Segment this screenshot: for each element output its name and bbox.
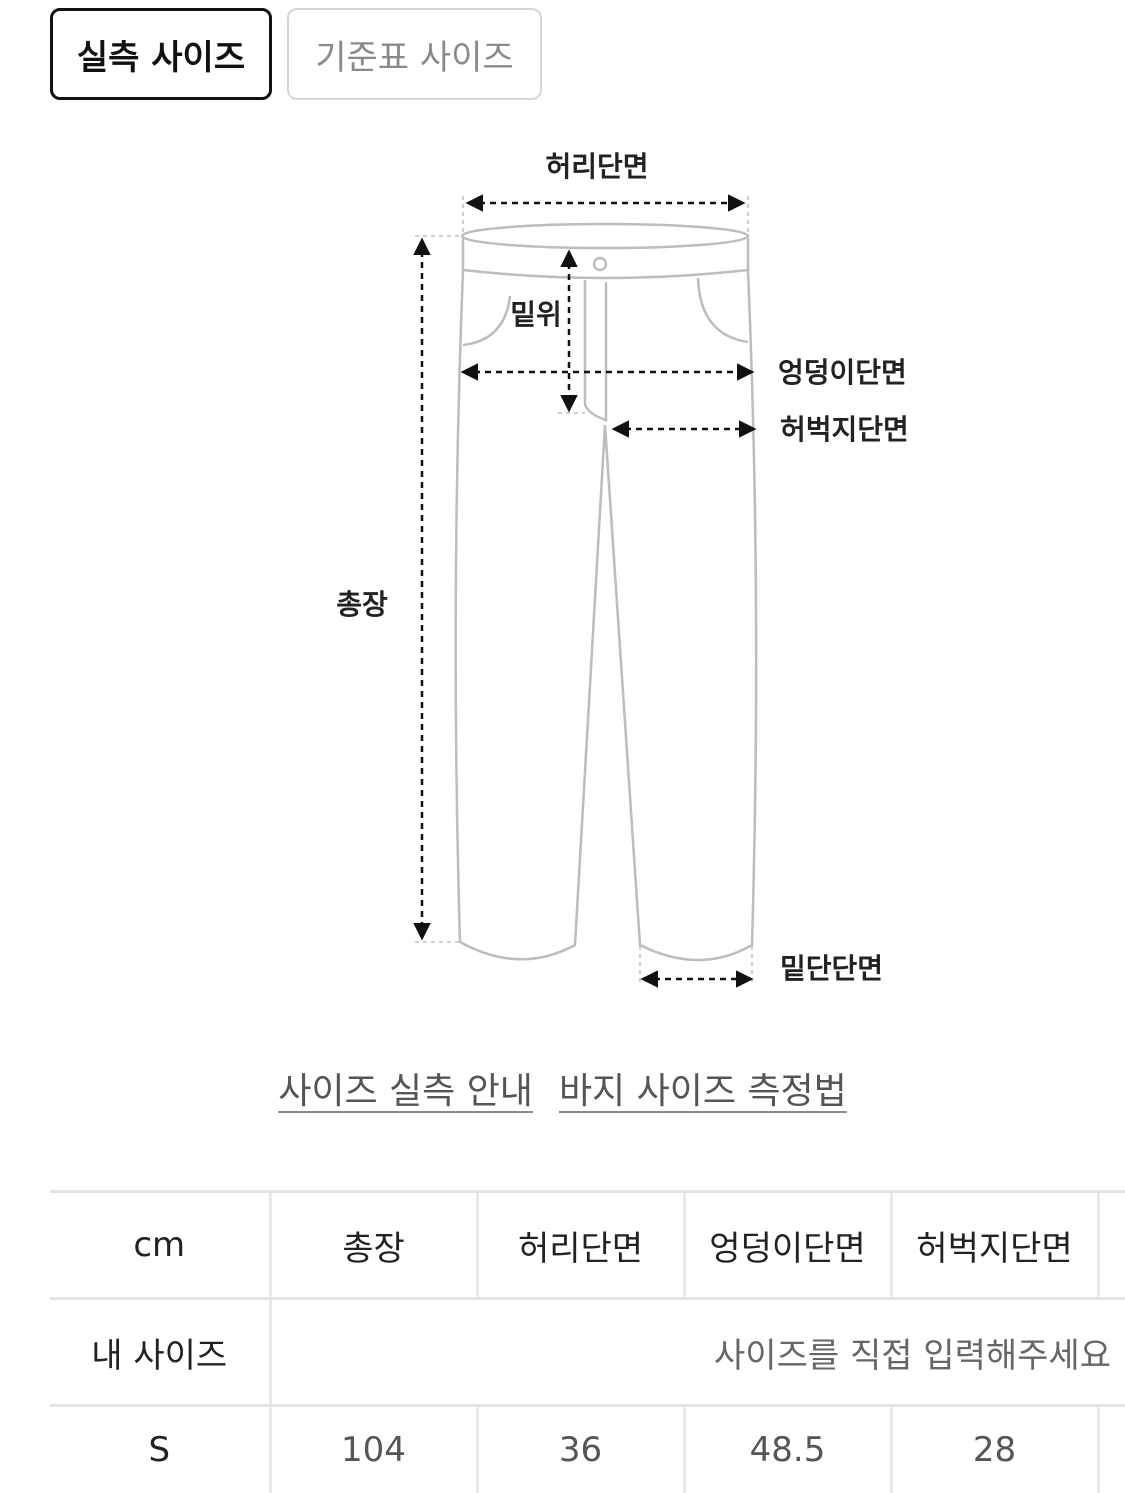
- label-hem: 밑단단면: [780, 952, 883, 985]
- label-hip: 엉덩이단면: [778, 356, 907, 389]
- tab-actual-size[interactable]: 실측 사이즈: [50, 8, 272, 100]
- guide-links: 사이즈 실측 안내 바지 사이즈 측정법: [0, 1062, 1125, 1114]
- header-thigh: 허벅지단면: [891, 1192, 1098, 1299]
- size-guide-link[interactable]: 사이즈 실측 안내: [278, 1062, 533, 1114]
- tab-standard-size[interactable]: 기준표 사이즈: [287, 8, 542, 100]
- value-length: 104: [270, 1406, 477, 1493]
- label-waist: 허리단면: [545, 150, 648, 183]
- table-row: S 104 36 48.5 28: [50, 1406, 1125, 1493]
- header-waist: 허리단면: [477, 1192, 684, 1299]
- table-header-row: cm 총장 허리단면 엉덩이단면 허벅지단면: [50, 1192, 1125, 1299]
- size-label: S: [50, 1406, 270, 1493]
- my-size-input[interactable]: 사이즈를 직접 입력해주세요: [270, 1299, 1125, 1406]
- value-waist: 36: [477, 1406, 684, 1493]
- value-overflow: [1098, 1406, 1125, 1493]
- measurement-arrows: [422, 203, 754, 979]
- label-rise: 밑위: [510, 298, 562, 331]
- my-size-row: 내 사이즈 사이즈를 직접 입력해주세요: [50, 1299, 1125, 1406]
- header-hip: 엉덩이단면: [684, 1192, 891, 1299]
- label-thigh: 허벅지단면: [780, 413, 909, 446]
- pants-outline: [456, 224, 757, 960]
- measurement-guides: [415, 196, 752, 985]
- header-length: 총장: [270, 1192, 477, 1299]
- size-table: cm 총장 허리단면 엉덩이단면 허벅지단면 내 사이즈 사이즈를 직접 입력해…: [50, 1190, 1125, 1493]
- label-length: 총장: [336, 588, 388, 621]
- header-unit: cm: [50, 1192, 270, 1299]
- value-thigh: 28: [891, 1406, 1098, 1493]
- value-hip: 48.5: [684, 1406, 891, 1493]
- pants-measurement-diagram: 허리단면 밑위 엉덩이단면 허벅지단면 총장 밑단단면: [300, 130, 950, 1010]
- header-overflow: [1098, 1192, 1125, 1299]
- measure-guide-link[interactable]: 바지 사이즈 측정법: [559, 1062, 847, 1114]
- my-size-label: 내 사이즈: [50, 1299, 270, 1406]
